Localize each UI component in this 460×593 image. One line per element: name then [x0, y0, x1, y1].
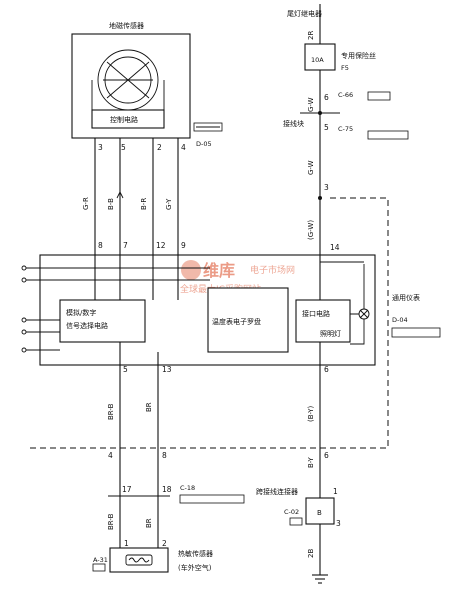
junction-pin-17: 17 — [122, 485, 132, 494]
wire-label-gr: G-R — [82, 197, 90, 210]
c66-code: C-66 — [338, 91, 353, 99]
interface-box — [295, 299, 351, 343]
wire-label-gw-top: G-W — [307, 97, 315, 112]
direction-arrow-icon — [116, 190, 124, 199]
fuse-id: F5 — [341, 64, 349, 72]
d05-code: D-05 — [196, 140, 212, 148]
wire-label-br: B-R — [140, 198, 148, 210]
control-circuit-label: 控制电路 — [110, 115, 138, 124]
watermark-brand: 维库 — [203, 261, 235, 280]
thermo-line1: 热敏传感器 — [178, 549, 213, 558]
meter-pin-14: 14 — [330, 243, 340, 252]
adc-selector-box — [59, 299, 146, 343]
d04-connector-icon — [391, 327, 441, 338]
pin-6-c66: 6 — [324, 93, 329, 102]
sensor-pin-2: 2 — [157, 143, 162, 152]
d04-code: D-04 — [392, 316, 408, 324]
junction-pin-4: 4 — [108, 451, 113, 460]
c66-connector-icon — [367, 91, 391, 101]
c02-code: C-02 — [284, 508, 299, 516]
a31-connector-icon — [92, 563, 106, 572]
wire-label-bb: B-B — [107, 198, 115, 210]
pin-5-c75: 5 — [324, 123, 329, 132]
meter-pin-5: 5 — [123, 365, 128, 374]
wire-label-br: BR — [145, 402, 153, 412]
watermark-sub: 电子市场网 — [250, 264, 295, 276]
meter-boundary — [39, 254, 376, 366]
watermark-logo-icon — [181, 260, 201, 280]
sensor-coil-icon — [91, 49, 165, 111]
meter-boundary-dashed — [30, 197, 389, 449]
thermo-pin-1: 1 — [124, 539, 129, 548]
sensor-pin-4: 4 — [181, 143, 186, 152]
wire-label-gw-paren: (G-W) — [307, 220, 315, 240]
adc-line1: 模拟/数字 — [66, 308, 96, 317]
meter-pin-8: 8 — [98, 241, 103, 250]
jumper-wire-b: B — [317, 509, 322, 517]
wire-label-by-paren: (B-Y) — [307, 405, 315, 422]
temp-compass-box — [207, 287, 289, 353]
bottom-pin-6: 6 — [324, 451, 329, 460]
wire-label-gy: G-Y — [165, 198, 173, 210]
fuse-name: 专用保险丝 — [341, 51, 376, 60]
thermistor-icon — [125, 554, 153, 566]
meter-pin-9: 9 — [181, 241, 186, 250]
meter-pin-7: 7 — [123, 241, 128, 250]
c75-connector-icon — [367, 130, 409, 140]
wire-label-br-bottom: BR — [145, 518, 153, 528]
control-circuit-box — [91, 109, 165, 129]
wire-label-2b: 2B — [307, 549, 315, 558]
connector-block-label: 接线块 — [283, 119, 304, 128]
sensor-wires — [94, 138, 179, 250]
jumper-connector-box — [305, 497, 335, 525]
adc-line2: 信号选择电路 — [66, 321, 108, 330]
junction-dot-2 — [318, 196, 322, 200]
c18-code: C-18 — [180, 484, 195, 492]
meter-output-wires — [119, 342, 321, 448]
lamp-label: 照明灯 — [320, 329, 341, 338]
c75-code: C-75 — [338, 125, 353, 133]
lamp-icon — [350, 264, 370, 345]
junction-pin-18: 18 — [162, 485, 172, 494]
wire-label-brb: BR-B — [107, 403, 115, 420]
junction-dot — [318, 111, 322, 115]
thermo-line2: (车外空气) — [178, 563, 212, 572]
sensor-pin-5: 5 — [121, 143, 126, 152]
left-input-lines — [21, 265, 210, 353]
thermo-wires — [119, 448, 159, 548]
wire-label-brb-bottom: BR-B — [107, 513, 115, 530]
meter-pin-6: 6 — [324, 365, 329, 374]
sensor-title: 地磁传感器 — [109, 21, 144, 30]
fuse-box — [304, 43, 336, 71]
jumper-label: 跨接线连接器 — [256, 487, 298, 496]
fuse-wire-label: 2R — [307, 31, 315, 40]
thermo-pin-2: 2 — [162, 539, 167, 548]
c18-connector-icon — [179, 494, 245, 504]
meter-label: 通用仪表 — [392, 293, 420, 302]
temp-compass-label: 温度表电子罗盘 — [212, 317, 261, 326]
d05-connector-icon — [193, 122, 223, 132]
sensor-pin-3: 3 — [98, 143, 103, 152]
bottom-pin-1: 1 — [333, 487, 338, 496]
meter-internal-wires — [94, 250, 179, 300]
pin-3-mid: 3 — [324, 183, 329, 192]
a31-code: A-31 — [93, 556, 108, 564]
meter-pin-13: 13 — [162, 365, 172, 374]
tail-relay-label: 尾灯继电器 — [287, 9, 322, 18]
c02-connector-icon — [289, 517, 303, 526]
fuse-rating: 10A — [311, 56, 324, 64]
bottom-pin-3: 3 — [336, 519, 341, 528]
wire-label-gw-mid: G-W — [307, 160, 315, 175]
meter-pin-12: 12 — [156, 241, 166, 250]
wire-label-by: B-Y — [307, 457, 315, 468]
ground-icon — [312, 574, 328, 584]
interface-label: 接口电路 — [302, 309, 330, 318]
junction-pin-8: 8 — [162, 451, 167, 460]
